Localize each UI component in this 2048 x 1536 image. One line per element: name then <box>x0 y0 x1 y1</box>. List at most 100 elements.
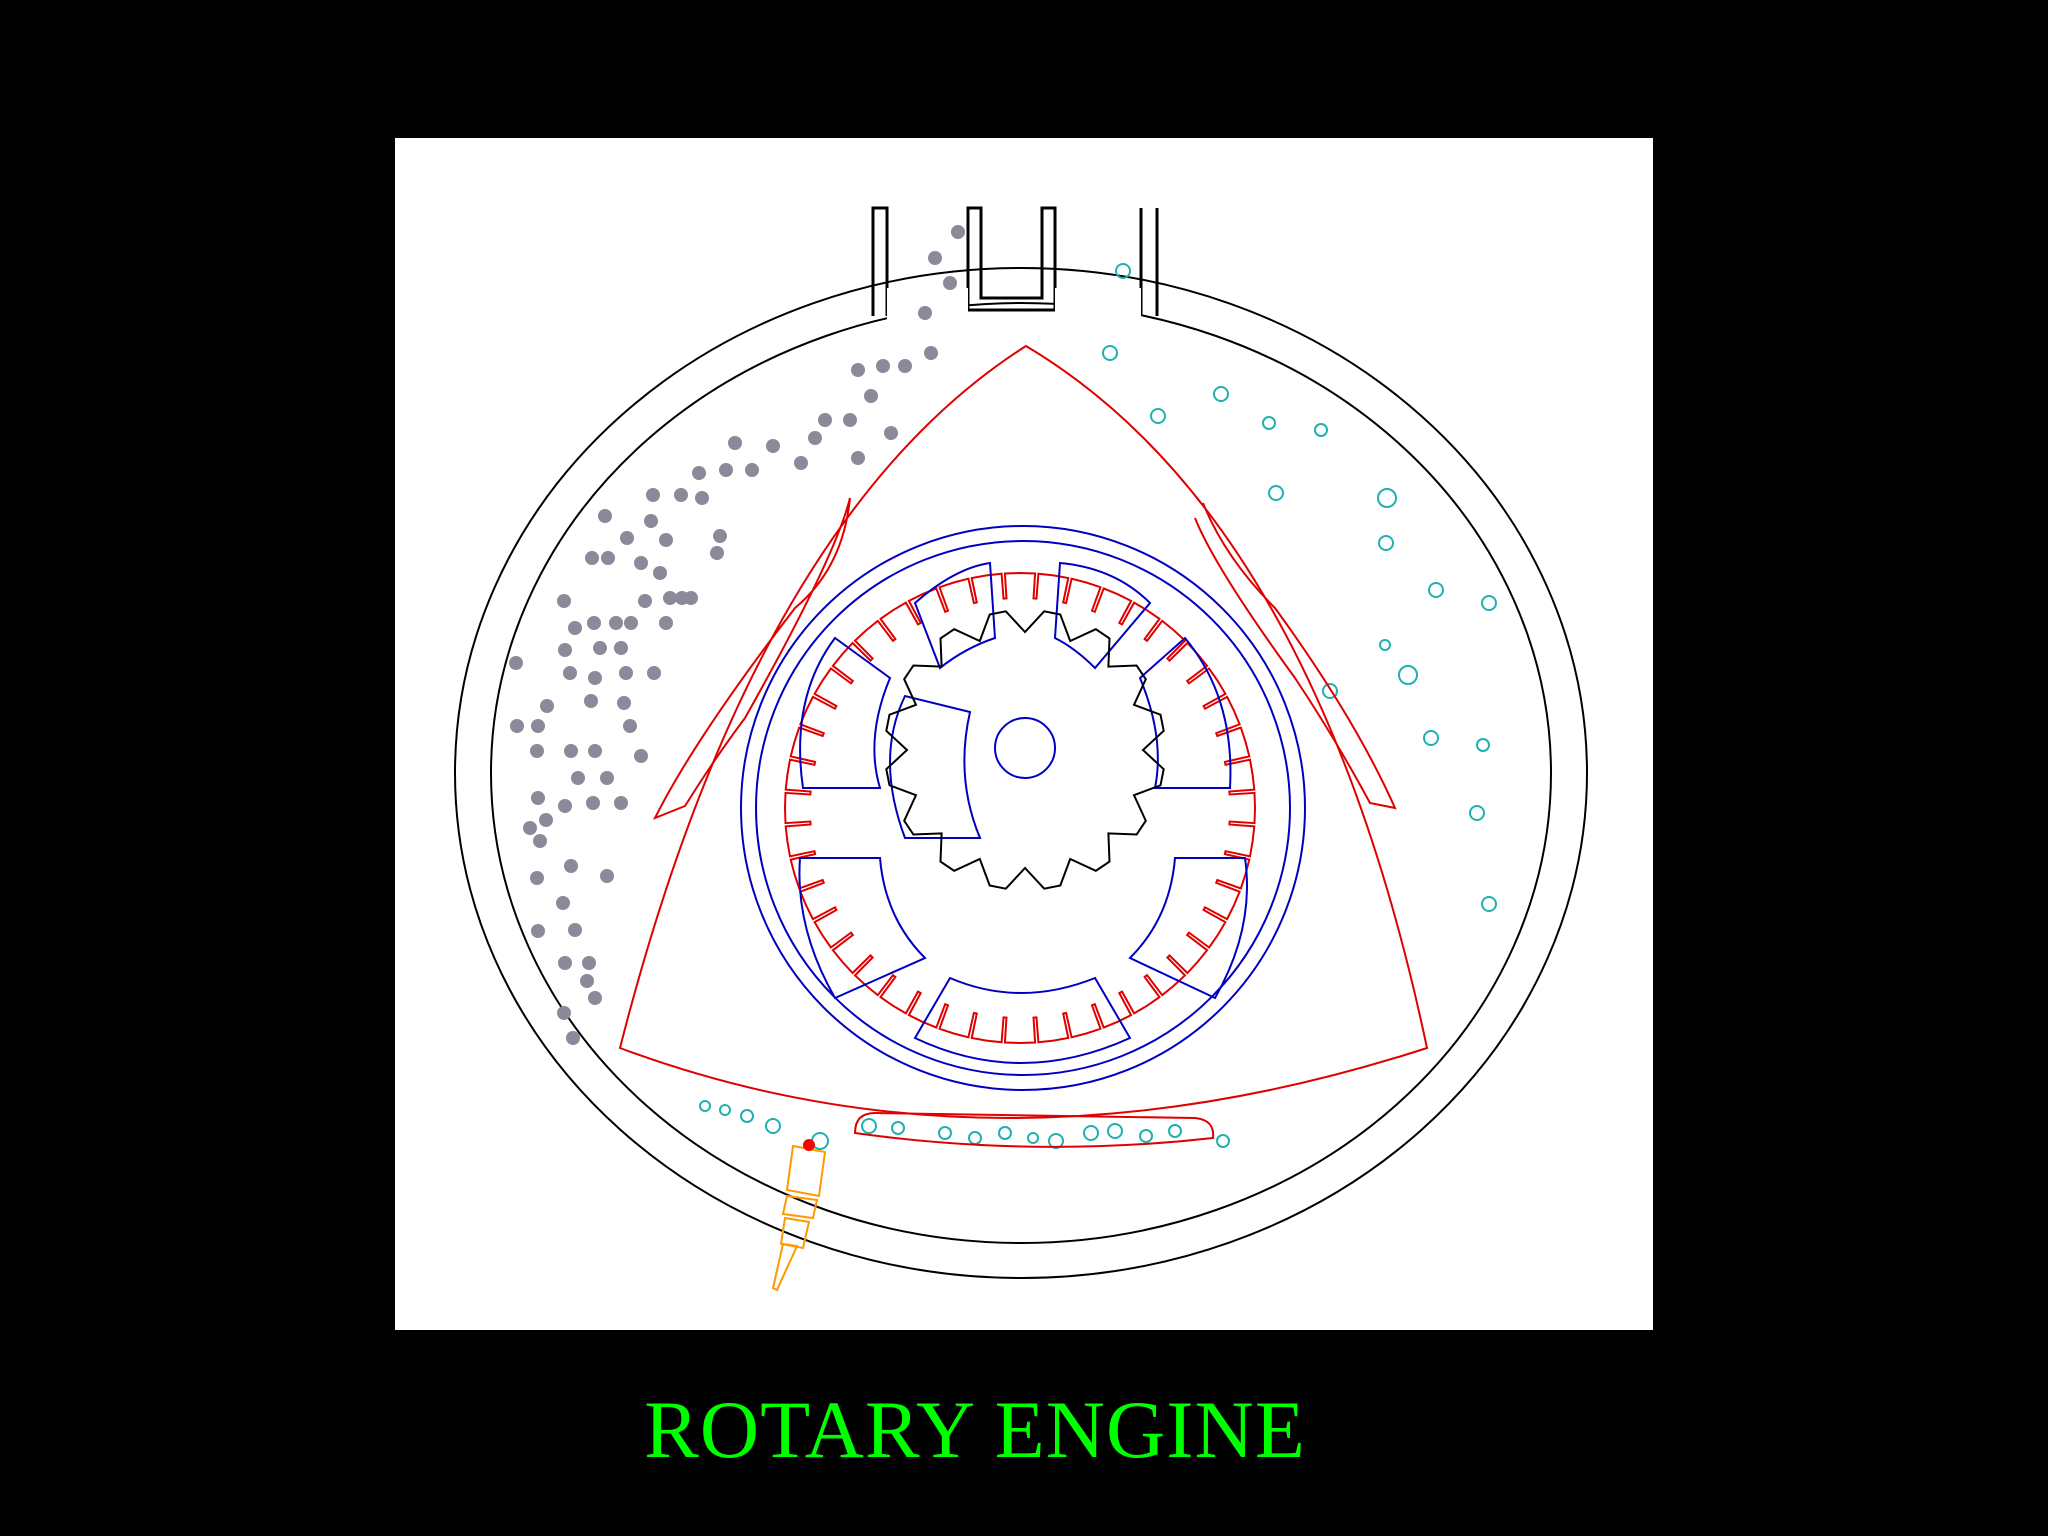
gear-outer-ring <box>740 525 1306 1091</box>
exhaust-bubble <box>719 1104 731 1116</box>
fuel-particle <box>571 771 585 785</box>
fuel-particle <box>609 616 623 630</box>
fuel-particle <box>539 813 553 827</box>
fuel-particle <box>674 488 688 502</box>
exhaust-bubble <box>765 1118 781 1134</box>
fuel-particle <box>624 616 638 630</box>
fuel-particle <box>713 529 727 543</box>
exhaust-bubble <box>1268 485 1284 501</box>
fuel-particle <box>818 413 832 427</box>
fuel-particle <box>584 694 598 708</box>
plug-insulator <box>779 1216 811 1250</box>
exhaust-bubble <box>1423 730 1439 746</box>
fuel-particle <box>719 463 733 477</box>
gear-window <box>799 636 892 789</box>
exhaust-bubble <box>1115 263 1131 279</box>
spark-icon <box>803 1139 815 1151</box>
gear-inner-ring <box>755 540 1291 1076</box>
fuel-particle <box>531 719 545 733</box>
eccentric-shaft-gear <box>740 525 1306 1091</box>
fuel-particle <box>898 359 912 373</box>
fuel-particle <box>728 436 742 450</box>
exhaust-bubble <box>1379 639 1391 651</box>
fuel-particle <box>843 413 857 427</box>
fuel-particle <box>663 591 677 605</box>
fuel-particle <box>568 621 582 635</box>
exhaust-bubbles <box>699 263 1497 1150</box>
gear-window <box>1128 857 1248 1000</box>
rotor <box>618 344 1429 1148</box>
fuel-particle <box>601 551 615 565</box>
intake-port-wall <box>871 206 889 316</box>
exhaust-bubble <box>740 1109 754 1123</box>
fuel-particle <box>623 719 637 733</box>
fuel-particle <box>614 796 628 810</box>
exhaust-bubble <box>1213 386 1229 402</box>
fuel-particles <box>509 225 965 1045</box>
plug-hex <box>781 1194 819 1220</box>
fuel-particle <box>564 744 578 758</box>
fuel-particle <box>566 1031 580 1045</box>
fuel-particle <box>588 671 602 685</box>
fuel-particle <box>558 956 572 970</box>
fuel-particle <box>918 306 932 320</box>
exhaust-bubble <box>1168 1124 1182 1138</box>
exhaust-bubble <box>861 1118 877 1134</box>
fuel-particle <box>653 566 667 580</box>
spark-flash <box>803 1139 815 1151</box>
gear-window <box>1138 636 1232 789</box>
exhaust-bubble <box>998 1126 1012 1140</box>
fuel-particle <box>659 616 673 630</box>
fuel-particle <box>794 456 808 470</box>
fuel-particle <box>509 656 523 670</box>
fuel-particle <box>598 509 612 523</box>
fuel-particle <box>614 641 628 655</box>
rotor-internal-gear <box>783 571 1257 1045</box>
fuel-particle <box>675 591 689 605</box>
fuel-particle <box>659 533 673 547</box>
fuel-particle <box>924 346 938 360</box>
exhaust-bubble <box>1102 345 1118 361</box>
pinion-teeth <box>885 610 1165 890</box>
exhaust-bubble <box>891 1121 905 1135</box>
exhaust-bubble <box>1083 1125 1099 1141</box>
fuel-particle <box>563 666 577 680</box>
fuel-particle <box>600 771 614 785</box>
fuel-particle <box>745 463 759 477</box>
exhaust-bubble <box>1150 408 1166 424</box>
fuel-particle <box>864 389 878 403</box>
fuel-particle <box>585 551 599 565</box>
rotor-recess-left <box>652 497 851 820</box>
fuel-particle <box>580 974 594 988</box>
fuel-particle <box>523 821 537 835</box>
exhaust-bubble <box>1377 488 1397 508</box>
fuel-particle <box>556 896 570 910</box>
fuel-particle <box>808 431 822 445</box>
fuel-particle <box>530 871 544 885</box>
exhaust-bubble <box>938 1126 952 1140</box>
stationary-pinion-gear <box>885 610 1165 890</box>
rotor-outline <box>618 344 1429 1119</box>
fuel-particle <box>558 643 572 657</box>
fuel-particle <box>766 439 780 453</box>
exhaust-bubble <box>1476 738 1490 752</box>
fuel-particle <box>620 531 634 545</box>
fuel-particle <box>646 488 660 502</box>
exhaust-bubble <box>1481 595 1497 611</box>
fuel-particle <box>943 276 957 290</box>
fuel-particle <box>634 556 648 570</box>
fuel-particle <box>647 666 661 680</box>
plug-body <box>785 1144 827 1198</box>
exhaust-bubble <box>1322 683 1338 699</box>
fuel-particle <box>557 1006 571 1020</box>
housing-outline <box>490 302 1552 1244</box>
exhaust-bubble <box>1481 896 1497 912</box>
fuel-particle <box>557 594 571 608</box>
fuel-particle <box>588 744 602 758</box>
exhaust-bubble <box>699 1100 711 1112</box>
fuel-particle <box>710 546 724 560</box>
fuel-particle <box>587 616 601 630</box>
fuel-particle <box>851 363 865 377</box>
port-divider <box>966 206 1057 312</box>
fuel-particle <box>851 451 865 465</box>
